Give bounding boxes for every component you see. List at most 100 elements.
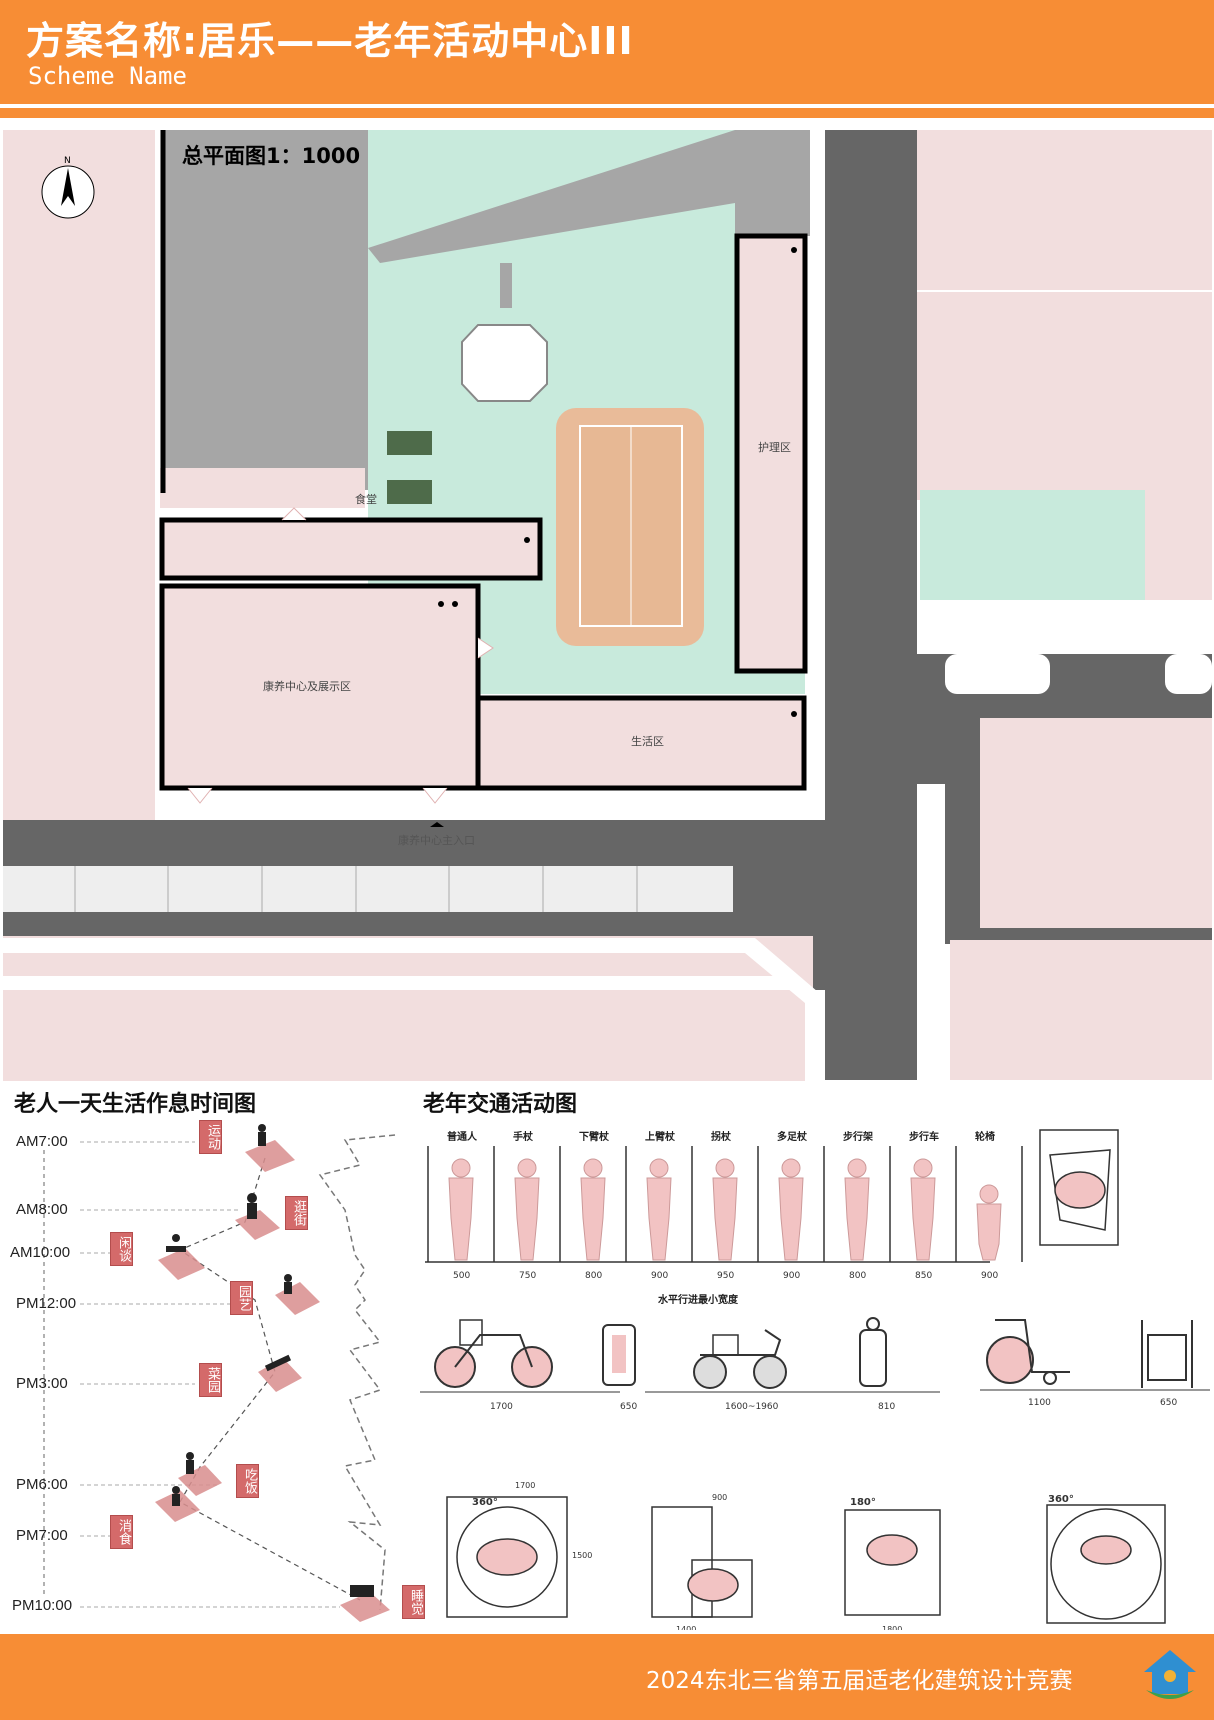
mobility-width: 800 bbox=[585, 1271, 602, 1281]
zone-nursing-label: 护理区 bbox=[758, 440, 791, 454]
turn-label: 360° bbox=[472, 1497, 498, 1508]
turn-label: 180° bbox=[850, 1497, 876, 1508]
person-figure bbox=[976, 1203, 1002, 1261]
zone-canteen-label: 食堂 bbox=[355, 492, 377, 506]
time-label: AM10:00 bbox=[10, 1244, 71, 1261]
time-label: PM12:00 bbox=[16, 1295, 77, 1312]
site-plan: 总平面图1：1000 食堂 康养中心及展示区 生活区 护理区 康养中心主入口 N bbox=[0, 128, 1214, 1084]
scheme-title: 方案名称:居乐——老年活动中心III bbox=[26, 19, 634, 63]
person-figure bbox=[847, 1158, 867, 1178]
person-figure bbox=[712, 1177, 738, 1261]
time-label: PM6:00 bbox=[16, 1476, 68, 1493]
header-bar bbox=[0, 0, 1214, 110]
pavilion bbox=[461, 324, 548, 402]
person-figure bbox=[910, 1177, 936, 1261]
traffic-diagrams: 普通人 手杖 下臂杖 上臂杖 拐杖 多足杖 步行架 步行车 轮椅 500 750 800 900 950… bbox=[420, 1129, 1210, 1630]
mobility-label: 步行车 bbox=[909, 1130, 939, 1143]
turn-dim: 900 bbox=[712, 1493, 727, 1502]
person-figure bbox=[583, 1158, 603, 1178]
mobility-label: 多足杖 bbox=[777, 1130, 807, 1143]
person-figure bbox=[451, 1158, 471, 1178]
mobility-width: 500 bbox=[453, 1271, 470, 1281]
competition-logo-icon bbox=[1144, 1650, 1196, 1699]
site-plan-title: 总平面图1：1000 bbox=[182, 144, 360, 168]
living-building bbox=[475, 695, 807, 791]
time-label: PM3:00 bbox=[16, 1375, 68, 1392]
turn-dim: 1500 bbox=[572, 1551, 592, 1560]
turn-dim: 1800 bbox=[882, 1625, 902, 1630]
time-label: PM7:00 bbox=[16, 1527, 68, 1544]
canteen-building bbox=[159, 517, 543, 581]
mobility-label: 步行架 bbox=[843, 1130, 873, 1143]
mobility-label: 轮椅 bbox=[975, 1130, 995, 1143]
mobility-label: 普通人 bbox=[447, 1130, 478, 1143]
vehicle-dim: 650 bbox=[620, 1402, 637, 1412]
person-figure bbox=[913, 1158, 933, 1178]
vehicle-dim: 1600~1960 bbox=[725, 1402, 779, 1412]
activity-badge: 菜园 bbox=[199, 1363, 222, 1397]
competition-name: 2024东北三省第五届适老化建筑设计竞赛 bbox=[646, 1668, 1073, 1694]
left-neighbor-block bbox=[3, 130, 155, 820]
activity-badge: 运动 bbox=[199, 1120, 222, 1154]
schedule-title: 老人一天生活作息时间图 bbox=[14, 1092, 257, 1117]
person-figure bbox=[649, 1158, 669, 1178]
diagonal-walkway bbox=[368, 130, 810, 263]
traffic-title: 老年交通活动图 bbox=[423, 1092, 578, 1117]
scheme-subtitle: Scheme Name bbox=[28, 62, 187, 90]
time-label: AM8:00 bbox=[16, 1201, 68, 1218]
right-neighbor-block bbox=[917, 130, 1212, 290]
person-figure bbox=[517, 1158, 537, 1178]
vehicle-dim: 810 bbox=[878, 1402, 895, 1412]
activity-badge: 消食 bbox=[110, 1515, 133, 1549]
parking-strip bbox=[3, 866, 733, 912]
header-divider bbox=[0, 104, 1214, 108]
outdoor-table bbox=[387, 480, 432, 504]
north-arrow-icon: N bbox=[41, 156, 95, 219]
time-label: AM7:00 bbox=[16, 1133, 68, 1150]
mobility-label: 上臂杖 bbox=[645, 1130, 675, 1143]
person-figure bbox=[646, 1177, 672, 1261]
person-figure bbox=[514, 1177, 540, 1261]
vehicle-dim: 1100 bbox=[1028, 1398, 1051, 1408]
person-figure bbox=[979, 1184, 999, 1204]
person-figure bbox=[448, 1177, 474, 1261]
outdoor-table bbox=[387, 431, 432, 455]
person-figure bbox=[778, 1177, 804, 1261]
footer-bar bbox=[0, 1634, 1214, 1720]
mobility-width: 800 bbox=[849, 1271, 866, 1281]
header-stripe bbox=[0, 110, 1214, 118]
person-figure bbox=[580, 1177, 606, 1261]
mobility-label: 拐杖 bbox=[711, 1130, 731, 1143]
time-label: PM10:00 bbox=[12, 1597, 73, 1614]
turn-label: 360° bbox=[1048, 1494, 1074, 1505]
zone-wellness-label: 康养中心及展示区 bbox=[263, 679, 351, 693]
mobility-label: 下臂杖 bbox=[579, 1130, 609, 1143]
mobility-width: 900 bbox=[981, 1271, 998, 1281]
main-entrance-label: 康养中心主入口 bbox=[398, 833, 475, 847]
zone-living-label: 生活区 bbox=[631, 734, 664, 748]
person-figure bbox=[781, 1158, 801, 1178]
vehicle-dim: 650 bbox=[1160, 1398, 1177, 1408]
mobility-width: 900 bbox=[783, 1271, 800, 1281]
activity-badge: 闲谈 bbox=[110, 1232, 133, 1266]
person-figure bbox=[844, 1177, 870, 1261]
vehicle-dim: 1700 bbox=[490, 1402, 513, 1412]
schedule-diagram bbox=[43, 1124, 396, 1622]
person-figure bbox=[715, 1158, 735, 1178]
activity-badge: 睡觉 bbox=[402, 1585, 425, 1619]
turn-dim: 1700 bbox=[515, 1481, 535, 1490]
north-label: N bbox=[64, 156, 71, 166]
width-caption: 水平行进最小宽度 bbox=[657, 1293, 739, 1306]
turn-dim: 1400 bbox=[676, 1625, 696, 1630]
mobility-width: 950 bbox=[717, 1271, 734, 1281]
parking-area bbox=[163, 130, 368, 490]
mobility-width: 900 bbox=[651, 1271, 668, 1281]
activity-badge: 逛街 bbox=[285, 1196, 308, 1230]
activity-badge: 吃饭 bbox=[236, 1464, 259, 1498]
nursing-building bbox=[734, 233, 808, 674]
mobility-width: 750 bbox=[519, 1271, 536, 1281]
entrance-arrow-icon bbox=[430, 822, 444, 827]
mobility-label: 手杖 bbox=[513, 1130, 533, 1143]
mobility-width: 850 bbox=[915, 1271, 932, 1281]
activity-badge: 园艺 bbox=[230, 1281, 253, 1315]
